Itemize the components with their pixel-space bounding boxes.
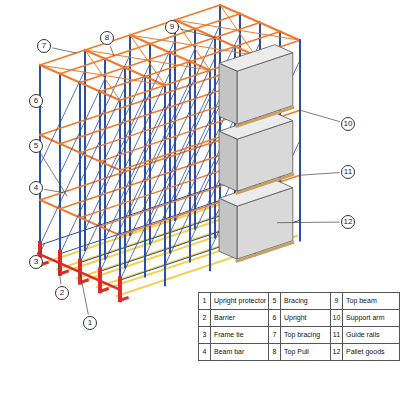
- table-text: Barrier: [210, 309, 269, 327]
- leader-line: [181, 29, 215, 37]
- bracing: [100, 176, 145, 271]
- leader-line: [300, 173, 339, 176]
- frame-tie: [145, 241, 190, 256]
- bracing: [130, 40, 175, 135]
- pallet-goods: [219, 45, 293, 72]
- callout-number: 10: [341, 117, 355, 131]
- bracing: [145, 161, 190, 256]
- frame-tie: [100, 256, 145, 271]
- bracing: [120, 185, 165, 280]
- bracing: [195, 34, 240, 129]
- bracing: [145, 81, 190, 176]
- upright-protector: [120, 298, 127, 300]
- callout-number: 5: [29, 139, 43, 153]
- frame-tie: [170, 218, 215, 233]
- frame-tie: [125, 233, 170, 248]
- callout-number: 3: [29, 255, 43, 269]
- leader-line: [45, 190, 63, 193]
- leader-line: [80, 273, 88, 315]
- bracing: [170, 58, 215, 153]
- callout-number: 11: [341, 165, 355, 179]
- upright-protector: [100, 289, 107, 291]
- upright-protector: [80, 280, 87, 282]
- top-bracing: [175, 20, 210, 70]
- upright: [299, 40, 301, 240]
- bracing: [165, 170, 210, 265]
- callout-number: 7: [37, 39, 51, 53]
- table-text: Top bracing: [280, 326, 331, 344]
- support-arm: [60, 84, 240, 144]
- bracing: [40, 150, 85, 245]
- table-text: Top Pull: [280, 343, 331, 361]
- pallet-goods: [219, 63, 237, 124]
- frame-tie: [165, 250, 210, 265]
- frame-tie: [60, 239, 105, 254]
- table-text: Pallet goods: [342, 343, 400, 361]
- barrier: [38, 254, 118, 289]
- support-arm: [60, 149, 240, 209]
- bracing: [175, 25, 220, 120]
- leader-line: [110, 46, 114, 55]
- bracing: [80, 88, 125, 183]
- bracing: [60, 79, 105, 174]
- table-text: Support arm: [342, 309, 400, 327]
- top-rail: [60, 14, 240, 74]
- leader-line: [278, 222, 340, 224]
- table-text: Frame tie: [210, 326, 269, 344]
- callout-number: 8: [100, 31, 114, 45]
- leader-line: [58, 262, 61, 284]
- upright: [299, 40, 301, 240]
- bracing: [40, 70, 85, 165]
- bracing: [60, 159, 105, 254]
- top-bracing: [85, 50, 120, 100]
- frame-tie: [80, 248, 125, 263]
- pallet-goods: [219, 131, 237, 191]
- bracing: [100, 96, 145, 191]
- pallet: [237, 175, 293, 194]
- frame-tie: [120, 265, 165, 280]
- top-bracing: [220, 5, 255, 55]
- top-bracing: [130, 35, 165, 85]
- table-text: Beam bar: [210, 343, 269, 361]
- bracing: [105, 64, 150, 159]
- leader-line: [40, 244, 45, 254]
- table-text: Bracing: [280, 292, 331, 310]
- callout-number: 2: [55, 286, 69, 300]
- table-text: Upright protector: [210, 292, 269, 310]
- support-arm: [40, 140, 220, 200]
- callout-number: 12: [341, 215, 355, 229]
- callout-number: 1: [83, 316, 97, 330]
- pallet: [237, 243, 293, 262]
- pallet-goods: [219, 198, 237, 259]
- leader-line: [300, 110, 339, 121]
- table-text: Top beam: [342, 292, 400, 310]
- bracing: [120, 105, 165, 200]
- callout-number: 9: [165, 20, 179, 34]
- bracing: [165, 90, 210, 185]
- table-text: Guide rails: [342, 326, 400, 344]
- leader-line: [41, 154, 67, 196]
- leader-line: [53, 48, 76, 53]
- bracing: [150, 49, 195, 144]
- callout-number: 6: [29, 94, 43, 108]
- bracing: [125, 73, 170, 168]
- frame-tie: [40, 230, 85, 245]
- bracing: [85, 55, 130, 150]
- bracing: [80, 168, 125, 263]
- pallet: [237, 108, 293, 127]
- table-text: Upright: [280, 309, 331, 327]
- upright-protector: [60, 271, 67, 273]
- callout-number: 4: [29, 181, 43, 195]
